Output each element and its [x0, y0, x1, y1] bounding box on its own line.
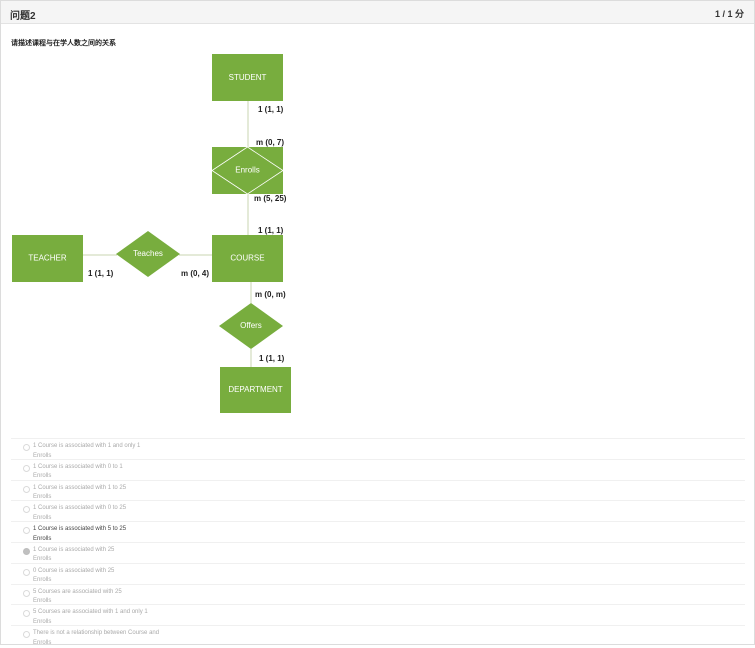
- answer-option-label: 1 Course is associated with 5 to 25 Enro…: [33, 526, 127, 542]
- question-title: 问题2: [10, 11, 36, 22]
- answer-option[interactable]: 1 Course is associated with 1 and only 1…: [11, 438, 745, 459]
- radio-button[interactable]: [23, 485, 30, 493]
- answer-option[interactable]: 0 Course is associated with 25 Enrolls: [11, 562, 745, 584]
- answer-option-label: 5 Courses are associated with 1 and only…: [33, 609, 148, 625]
- radio-button[interactable]: [23, 610, 30, 618]
- cardinality-student-enrolls: 1 (1, 1): [258, 105, 284, 114]
- radio-button[interactable]: [23, 527, 30, 535]
- answer-option[interactable]: 5 Courses are associated with 1 and only…: [11, 604, 745, 625]
- radio-button[interactable]: [23, 464, 30, 472]
- cardinality-course-teaches: m (0, 4): [181, 269, 209, 278]
- answer-option[interactable]: 1 Course is associated with 1 to 25 Enro…: [11, 479, 745, 501]
- answer-options: 1 Course is associated with 1 and only 1…: [11, 438, 745, 646]
- entity-department-label: DEPARTMENT: [228, 385, 282, 394]
- answer-option-label: 0 Course is associated with 25 Enrolls: [33, 567, 115, 584]
- answer-option-label: There is not a relationship between Cour…: [33, 630, 160, 646]
- entity-student: STUDENT: [212, 54, 283, 101]
- answer-option-label: 1 Course is associated with 1 and only 1…: [33, 443, 141, 459]
- answer-option-label: 5 Courses are associated with 25 Enrolls: [33, 588, 122, 605]
- relationship-offers-label: Offers: [240, 321, 262, 330]
- relationship-enrolls: Enrolls: [211, 146, 284, 195]
- radio-button[interactable]: [23, 547, 30, 555]
- cardinality-course-offers: m (0, m): [255, 290, 286, 299]
- radio-button[interactable]: [23, 444, 30, 451]
- er-diagram: STUDENT Enrolls COURSE TEACHER Teaches O…: [12, 54, 291, 413]
- question-score: 1 / 1 分: [714, 9, 744, 19]
- entity-course: COURSE: [212, 235, 283, 282]
- answer-option[interactable]: 1 Course is associated with 5 to 25 Enro…: [11, 521, 745, 542]
- entity-teacher-label: TEACHER: [28, 254, 66, 263]
- answer-option-label: 1 Course is associated with 0 to 25 Enro…: [33, 505, 127, 521]
- answer-option-label: 1 Course is associated with 25 Enrolls: [33, 546, 115, 563]
- radio-button[interactable]: [23, 631, 30, 639]
- answer-option[interactable]: 5 Courses are associated with 25 Enrolls: [11, 583, 745, 605]
- cardinality-enrolls-bottom: m (5, 25): [254, 194, 287, 203]
- entity-student-label: STUDENT: [229, 73, 267, 82]
- cardinality-enrolls-top: m (0, 7): [256, 138, 284, 147]
- radio-button[interactable]: [23, 589, 30, 597]
- radio-button[interactable]: [23, 568, 30, 576]
- relationship-teaches: Teaches: [116, 231, 180, 277]
- question-header: 问题2 1 / 1 分: [1, 1, 754, 24]
- cardinality-course-top: 1 (1, 1): [258, 226, 284, 235]
- answer-option-label: 1 Course is associated with 1 to 25 Enro…: [33, 484, 127, 501]
- cardinality-department-offers: 1 (1, 1): [259, 354, 285, 363]
- cardinality-teacher-teaches: 1 (1, 1): [88, 269, 114, 278]
- answer-option[interactable]: 1 Course is associated with 25 Enrolls: [11, 541, 745, 563]
- entity-course-label: COURSE: [230, 254, 264, 263]
- question-prompt: 请描述课程与在学人数之间的关系: [11, 40, 116, 47]
- answer-option[interactable]: There is not a relationship between Cour…: [11, 625, 745, 646]
- answer-option[interactable]: 1 Course is associated with 0 to 1 Enrol…: [11, 458, 745, 480]
- answer-option-label: 1 Course is associated with 0 to 1 Enrol…: [33, 463, 123, 480]
- answer-option[interactable]: 1 Course is associated with 0 to 25 Enro…: [11, 500, 745, 521]
- relationship-enrolls-label: Enrolls: [235, 166, 259, 175]
- entity-teacher: TEACHER: [12, 235, 83, 282]
- radio-button[interactable]: [23, 506, 30, 514]
- relationship-teaches-label: Teaches: [133, 249, 163, 258]
- relationship-offers: Offers: [219, 303, 283, 349]
- entity-department: DEPARTMENT: [220, 367, 291, 413]
